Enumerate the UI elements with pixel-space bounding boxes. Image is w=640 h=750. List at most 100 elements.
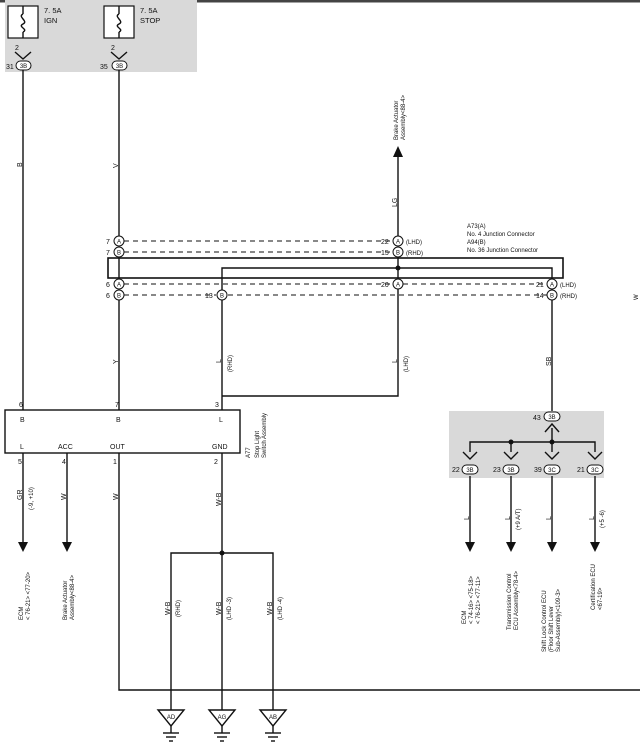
pin-number: 21 xyxy=(577,467,585,474)
transmission-ecu-label: Transmission Control ECU Assembly<78-4> xyxy=(507,570,520,630)
wire-note: (RHD) xyxy=(228,355,234,372)
wire-note: (LHD) xyxy=(404,356,410,372)
junction-id: A73(A) xyxy=(467,224,486,230)
pin-label: OUT xyxy=(110,444,126,451)
junction-block-3b: 43 3B 22 3B 23 3B 39 3C 21 3C xyxy=(449,411,604,478)
svg-text:3B: 3B xyxy=(507,468,514,474)
pin-number: 5 xyxy=(18,459,22,466)
junction-connector-box xyxy=(107,257,564,279)
pin-number: 22 xyxy=(452,467,460,474)
pin-number: 6 xyxy=(106,282,110,289)
wire-color-label: W xyxy=(61,493,68,500)
label-line: ECU Assembly<78-4> xyxy=(514,570,520,630)
wire-color-label: L xyxy=(505,516,512,520)
svg-text:A: A xyxy=(396,283,400,289)
arrow-up-icon xyxy=(393,146,403,157)
wire-color-label: L xyxy=(589,516,596,520)
wire-color-label: L xyxy=(464,516,471,520)
label-line: Sub-Assembly)<109-3> xyxy=(556,588,562,652)
ecm-left-label: ECM < 76-21> <77-20> xyxy=(19,571,32,620)
pin-label: L xyxy=(219,417,223,424)
cavity-number: 35 xyxy=(100,64,108,71)
fuse-rating: 7. 5A xyxy=(140,6,158,15)
svg-text:B: B xyxy=(220,294,224,300)
pin-number: 20 xyxy=(381,282,389,289)
ground-ab: AB xyxy=(258,709,288,742)
svg-text:AD: AD xyxy=(167,715,176,721)
wire-color-label: W-B xyxy=(216,492,223,506)
pin-number: 14 xyxy=(536,293,544,300)
pin-label: GND xyxy=(212,444,228,451)
svg-text:3C: 3C xyxy=(548,468,556,474)
pin-label: B xyxy=(20,417,25,424)
arrow-down-icon xyxy=(18,542,28,552)
wire-note: (LHD -4) xyxy=(278,597,284,620)
brake-actuator-top-label: Brake Actuator Assembly<88-4> xyxy=(394,94,407,140)
pin-number: 43 xyxy=(533,415,541,422)
arrow-down-icon xyxy=(465,542,475,552)
pin-number: 13 xyxy=(205,293,213,300)
svg-text:B: B xyxy=(396,251,400,257)
wire-color-label: W-B xyxy=(216,601,223,615)
pin-label: L xyxy=(20,444,24,451)
svg-text:AG: AG xyxy=(218,715,227,721)
fuse-name: IGN xyxy=(44,16,57,25)
wire-note: (RHD) xyxy=(176,600,182,617)
variant-label: (LHD) xyxy=(560,283,576,289)
junction-id: A94(B) xyxy=(467,240,486,246)
wire-color-label: W xyxy=(113,493,120,500)
pin-number: 6 xyxy=(106,293,110,300)
wire-color-label: LG xyxy=(392,198,399,207)
certification-ecu-label: Certification ECU <67-19> xyxy=(591,562,604,610)
ground-ad: AD xyxy=(156,709,186,742)
wire-l-lhd xyxy=(222,289,399,397)
svg-text:AB: AB xyxy=(269,715,277,721)
pin-number: 39 xyxy=(534,467,542,474)
pin-number: 7 xyxy=(115,402,119,409)
label-line: <67-19> xyxy=(598,587,604,610)
variant-label: (RHD) xyxy=(406,251,423,257)
pin-number: 6 xyxy=(19,402,23,409)
component-name: Stop Light Switch Assembly xyxy=(255,413,268,458)
component-id: A77 xyxy=(246,447,252,458)
fuse-block: 7. 5A IGN 7. 5A STOP 2 2 31 35 3B 3B xyxy=(5,0,197,72)
connector-chevron xyxy=(544,422,560,433)
cavity-number: 31 xyxy=(6,64,14,71)
wire-note: (LHD -3) xyxy=(227,597,233,620)
wire-note: (-9, +10) xyxy=(29,487,35,510)
junction-name: No. 4 Junction Connector xyxy=(467,232,535,238)
wire-note: (+5 -6) xyxy=(600,510,606,528)
pin-number: 7 xyxy=(106,239,110,246)
pin-number: 22 xyxy=(381,239,389,246)
variant-label: (RHD) xyxy=(560,294,577,300)
svg-text:A: A xyxy=(117,283,121,289)
svg-text:3C: 3C xyxy=(591,468,599,474)
label-line: < 76-21> <77-11> xyxy=(476,576,482,624)
edge-mark: W xyxy=(634,294,640,300)
svg-text:A: A xyxy=(396,240,400,246)
arrow-down-icon xyxy=(506,542,516,552)
svg-text:B: B xyxy=(117,251,121,257)
svg-text:A: A xyxy=(117,240,121,246)
fuse-name: STOP xyxy=(140,16,160,25)
label-line: (Floor Shift Lever xyxy=(549,606,555,652)
junction-pins: A B A B A B A B A B xyxy=(113,235,558,301)
wire-color-label: W-B xyxy=(165,601,172,615)
wire-color-label: V xyxy=(113,163,120,168)
label-line: Switch Assembly xyxy=(262,413,268,458)
svg-text:3B: 3B xyxy=(116,64,123,70)
wire-color-label: L xyxy=(392,359,399,363)
pin-number: 1 xyxy=(113,459,117,466)
stop-light-switch: 6 7 3 B B L L ACC OUT GND 5 4 1 2 A77 St… xyxy=(4,402,268,466)
pin-number: 7 xyxy=(106,250,110,257)
wire-color-label: B xyxy=(17,162,24,167)
wire-w-out xyxy=(118,453,640,691)
svg-text:3B: 3B xyxy=(466,468,473,474)
fuse-stop: 7. 5A STOP xyxy=(103,5,160,39)
wire-color-label: L xyxy=(546,516,553,520)
fuse-ign: 7. 5A IGN xyxy=(7,5,62,39)
variant-label: (LHD) xyxy=(406,240,422,246)
wire-note: (+9 A/T) xyxy=(516,508,522,530)
pin-number: 2 xyxy=(111,45,115,52)
